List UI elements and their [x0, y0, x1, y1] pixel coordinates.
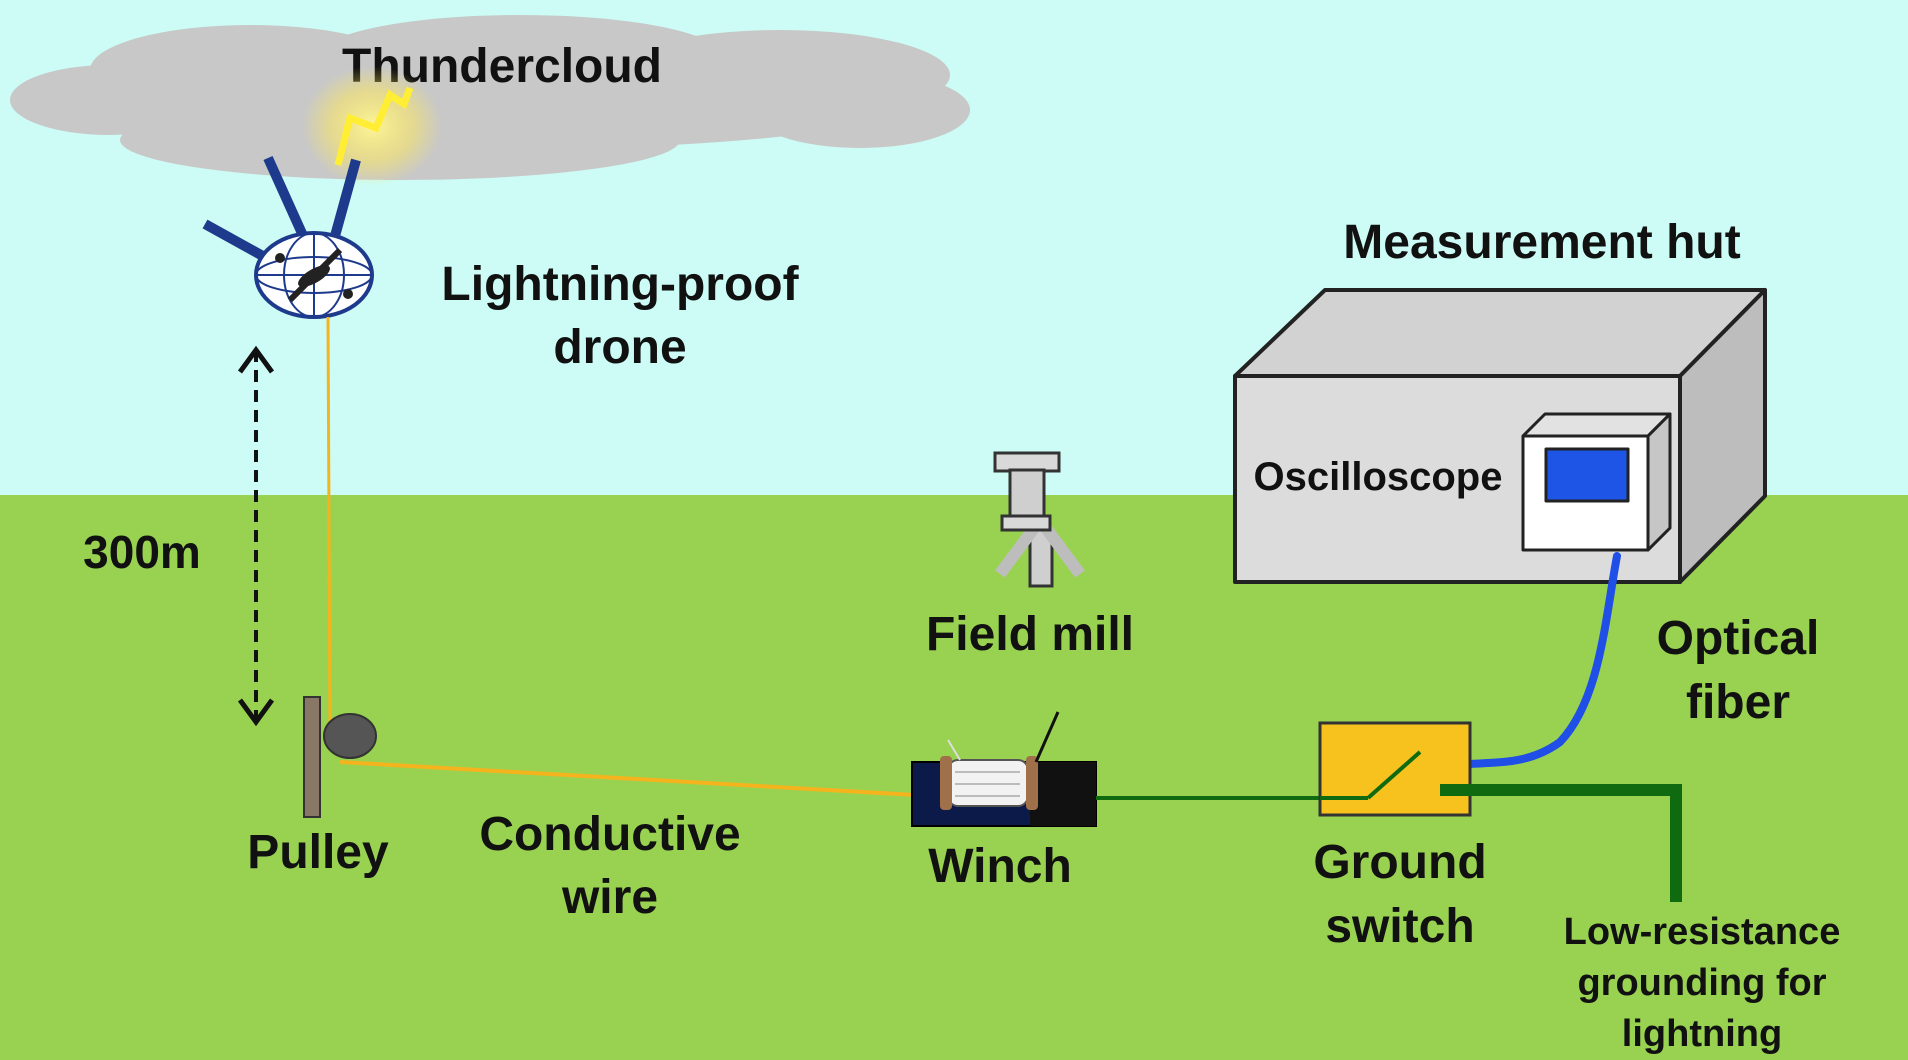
field-mill-label: Field mill — [926, 608, 1134, 661]
grounding-label-line2: grounding for — [1577, 962, 1826, 1004]
grounding-label-line3: lightning — [1622, 1013, 1782, 1055]
altitude-label: 300m — [83, 526, 201, 578]
grounding-line — [1440, 784, 1682, 902]
grounding-label-line1: Low-resistance — [1564, 911, 1841, 953]
lightning-bolt-icon — [334, 86, 414, 166]
pulley — [303, 696, 377, 818]
oscilloscope-label: Oscilloscope — [1254, 455, 1503, 499]
measurement-hut-label: Measurement hut — [1343, 216, 1740, 269]
measurement-hut — [1233, 288, 1767, 584]
field-mill — [993, 451, 1085, 588]
optical-fiber-cable — [1464, 552, 1621, 768]
altitude-arrow — [237, 345, 275, 727]
conductive-wire-line — [339, 760, 916, 797]
drone-label-line2: drone — [553, 321, 686, 374]
oscilloscope — [1521, 412, 1672, 552]
tether-wire — [326, 316, 332, 731]
optical-fiber-label-line2: fiber — [1686, 676, 1790, 729]
winch-label: Winch — [928, 840, 1072, 893]
ground-switch-label-line2: switch — [1325, 900, 1474, 953]
lightning-proof-drone — [202, 155, 374, 319]
pulley-label: Pulley — [247, 826, 389, 879]
drone-label-line1: Lightning-proof — [441, 258, 799, 311]
ground-switch — [1318, 721, 1472, 817]
optical-fiber-label-line1: Optical — [1657, 612, 1820, 665]
conductive-wire-label-line2: wire — [561, 871, 658, 924]
conductive-wire-label-line1: Conductive — [479, 808, 740, 861]
oscilloscope-screen — [1544, 447, 1630, 503]
winch — [911, 711, 1097, 827]
ground-switch-label-line1: Ground — [1313, 836, 1486, 889]
